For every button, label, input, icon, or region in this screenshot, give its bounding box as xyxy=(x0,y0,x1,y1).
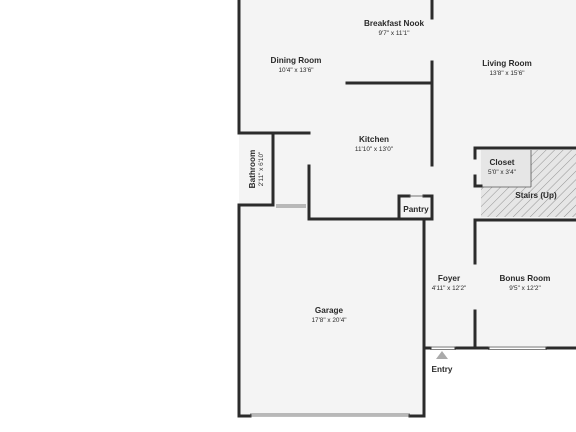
room-dims: 11'10" x 13'0" xyxy=(355,146,393,153)
walls xyxy=(237,0,576,418)
stairs-area xyxy=(481,150,576,217)
entry-label: Entry xyxy=(432,365,453,374)
room-dims: 5'0" x 3'4" xyxy=(488,169,516,176)
room-foyer: Foyer 4'11" x 12'2" xyxy=(432,274,467,292)
room-dims: 17'8" x 20'4" xyxy=(311,317,346,324)
room-dims: 4'11" x 12'2" xyxy=(432,285,467,292)
room-dims: 2'11" x 6'10" xyxy=(258,152,265,187)
room-garage: Garage 17'8" x 20'4" xyxy=(311,306,346,324)
openings xyxy=(250,195,547,417)
room-name: Breakfast Nook xyxy=(364,19,425,28)
room-bathroom: Bathroom 2'11" x 6'10" xyxy=(248,150,265,189)
room-name: Stairs (Up) xyxy=(515,191,557,200)
stairs-label: Stairs (Up) xyxy=(515,191,557,200)
room-name: Pantry xyxy=(403,205,429,214)
room-name: Closet xyxy=(489,158,514,167)
room-pantry: Pantry xyxy=(403,205,429,214)
floor-area xyxy=(239,0,576,416)
room-name: Bathroom xyxy=(248,150,257,189)
room-closet: Closet 5'0" x 3'4" xyxy=(488,158,516,176)
room-dims: 9'5" x 12'2" xyxy=(509,285,541,292)
room-name: Kitchen xyxy=(359,135,389,144)
room-name: Bonus Room xyxy=(500,274,551,283)
room-dining-room: Dining Room 10'4" x 13'6" xyxy=(271,56,322,74)
room-dims: 10'4" x 13'6" xyxy=(278,67,313,74)
room-living-room: Living Room 13'8" x 15'6" xyxy=(482,59,532,77)
room-name: Garage xyxy=(315,306,344,315)
room-name: Foyer xyxy=(438,274,461,283)
room-dims: 9'7" x 11'1" xyxy=(378,30,409,37)
room-name: Dining Room xyxy=(271,56,322,65)
room-kitchen: Kitchen 11'10" x 13'0" xyxy=(355,135,393,153)
room-dims: 13'8" x 15'6" xyxy=(489,70,524,77)
room-bonus-room: Bonus Room 9'5" x 12'2" xyxy=(500,274,551,292)
entry-arrow-icon xyxy=(436,351,448,359)
room-name: Living Room xyxy=(482,59,532,68)
room-breakfast-nook: Breakfast Nook 9'7" x 11'1" xyxy=(364,19,425,37)
